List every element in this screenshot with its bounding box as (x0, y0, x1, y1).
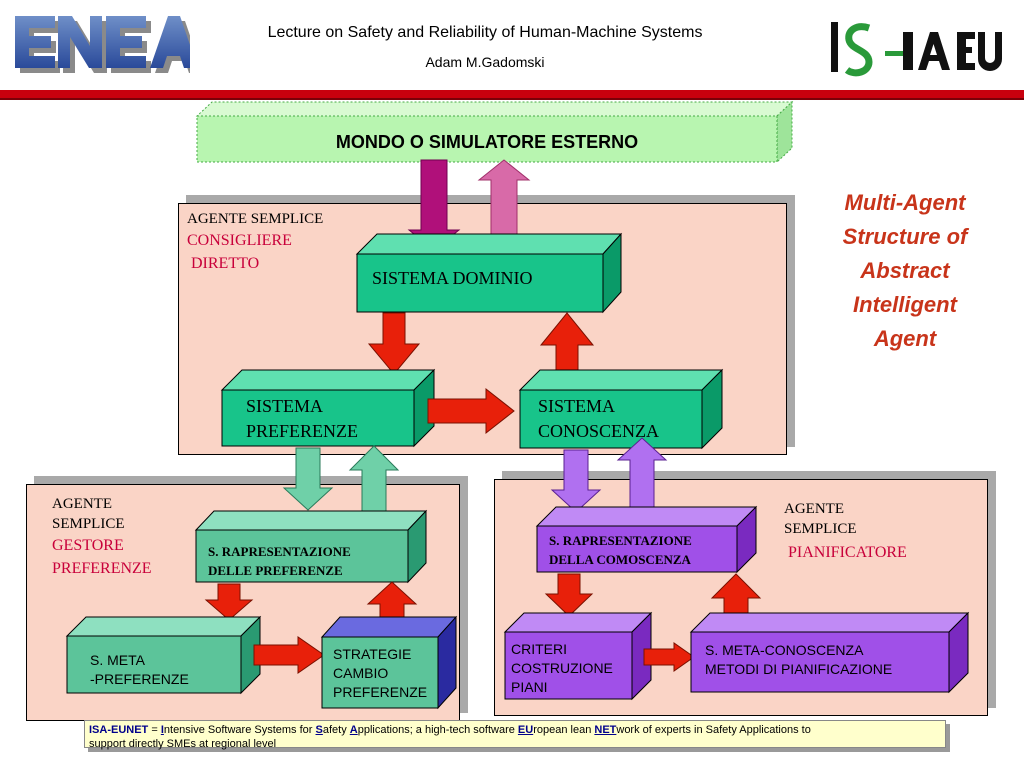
footer-highlight: I (160, 724, 164, 736)
footer-text: ropean lean (533, 724, 595, 736)
author-name: Adam M.Gadomski (425, 54, 545, 70)
box-sistema-conoscenza (518, 368, 724, 450)
side-title-line: Structure of (842, 224, 968, 249)
pianificatore-agent-label: AGENTE SEMPLICE PIANIFICATORE (784, 499, 907, 564)
criteri-line: PIANI (511, 679, 548, 695)
box-meta-conoscenza (689, 611, 970, 694)
world-box (190, 100, 800, 170)
footer-highlight: NET (594, 724, 617, 736)
box-sistema-preferenze (220, 368, 436, 448)
meta-conoscenza-line: S. META-CONOSCENZA (705, 642, 864, 658)
agent-type-label: AGENTE (52, 496, 112, 512)
strategie-label: STRATEGIE CAMBIO PREFERENZE (333, 645, 427, 702)
side-title-line: Intelligent (853, 292, 957, 317)
agent-role-label: DIRETTO (187, 255, 260, 272)
footer-note: ISA-EUNET = Intensive Software Systems f… (84, 720, 946, 750)
box-meta-preferenze (65, 615, 262, 695)
footer-text: = (148, 724, 161, 736)
footer-line2: support directly SMEs at regional level (89, 738, 277, 750)
criteri-label: CRITERI COSTRUZIONE PIANI (511, 640, 613, 697)
rap-conoscenza-line: DELLA COMOSCENZA (549, 552, 691, 567)
criteri-line: COSTRUZIONE (511, 660, 613, 676)
isa-eunet-logo (825, 14, 1015, 80)
meta-conoscenza-line: METODI DI PIANIFICAZIONE (705, 661, 893, 677)
conoscenza-label-line: SISTEMA (538, 396, 616, 416)
page-title: Lecture on Safety and Reliability of Hum… (267, 24, 703, 41)
footer-text: pplications; a high-tech software (357, 724, 518, 736)
footer-highlight: S (315, 724, 323, 736)
conoscenza-label: SISTEMA CONOSCENZA (538, 394, 659, 444)
preferenze-label-line: PREFERENZE (246, 421, 359, 441)
conoscenza-label-line: CONOSCENZA (538, 421, 660, 441)
meta-preferenze-line: -PREFERENZE (90, 671, 189, 687)
footer-text: ntensive Software Systems for (163, 724, 316, 736)
box-rap-preferenze (194, 509, 428, 584)
agent-type-label: SEMPLICE (784, 521, 857, 537)
agent-role-label: CONSIGLIERE (187, 232, 292, 249)
side-title-line: Multi-Agent (844, 190, 966, 215)
arrow-up-icon (477, 159, 531, 241)
box-strategie (320, 615, 458, 710)
strategie-line: PREFERENZE (333, 684, 428, 700)
header-divider (0, 90, 1024, 100)
meta-conoscenza-label: S. META-CONOSCENZA METODI DI PIANIFICAZI… (705, 641, 892, 679)
agent-role-label: PIANIFICATORE (784, 544, 907, 561)
rap-conoscenza-label: S. RAPRESENTAZIONE DELLA COMOSCENZA (549, 531, 692, 569)
rap-conoscenza-line: S. RAPRESENTAZIONE (549, 533, 692, 548)
box-rap-conoscenza (535, 505, 758, 574)
footer-text: afety (322, 724, 350, 736)
side-title-line: Agent (873, 326, 937, 351)
agent-role-label: GESTORE (52, 537, 124, 554)
agent-role-label: PREFERENZE (52, 560, 152, 577)
strategie-line: CAMBIO (333, 665, 389, 681)
box-criteri (503, 611, 653, 701)
footer-line1: ISA-EUNET = Intensive Software Systems f… (89, 723, 941, 737)
strategie-line: STRATEGIE (333, 646, 412, 662)
dominio-label: SISTEMA DOMINIO (372, 268, 533, 288)
agent-type-label: AGENTE (784, 501, 844, 517)
meta-preferenze-line: S. META (90, 652, 145, 668)
rap-preferenze-line: S. RAPRESENTAZIONE (208, 544, 351, 559)
agent-type-label: AGENTE SEMPLICE (187, 211, 324, 227)
rap-preferenze-line: DELLE PREFERENZE (208, 563, 343, 578)
preferenze-label-line: SISTEMA (246, 396, 324, 416)
footer-text: work of experts in Safety Applications t… (616, 724, 811, 736)
footer-acronym: ISA-EUNET (89, 724, 149, 736)
side-title-line: Abstract (860, 258, 950, 283)
criteri-line: CRITERI (511, 641, 567, 657)
gestore-agent-label: AGENTE SEMPLICE GESTORE PREFERENZE (52, 494, 152, 580)
side-title: Multi-Agent Structure of Abstract Intell… (815, 186, 995, 356)
footer-highlight: EU (517, 724, 534, 736)
preferenze-label: SISTEMA PREFERENZE (246, 394, 358, 444)
consigliere-agent-label: AGENTE SEMPLICE CONSIGLIERE DIRETTO (187, 209, 323, 275)
box-sistema-dominio (355, 232, 623, 314)
rap-preferenze-label: S. RAPRESENTAZIONE DELLE PREFERENZE (208, 542, 351, 580)
footer-highlight: A (349, 724, 358, 736)
agent-type-label: SEMPLICE (52, 516, 125, 532)
meta-preferenze-label: S. META -PREFERENZE (90, 651, 189, 689)
world-label: MONDO O SIMULATORE ESTERNO (335, 132, 639, 152)
